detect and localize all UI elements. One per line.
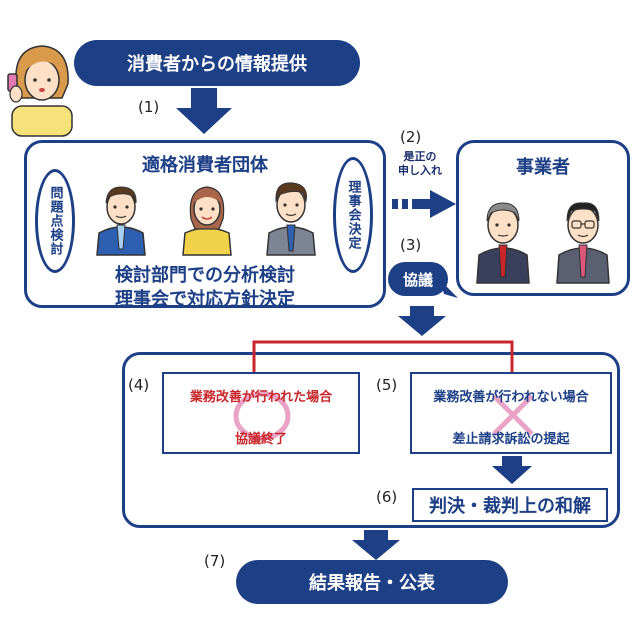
down-arrow-icon bbox=[492, 456, 532, 484]
negotiation-label: 協議 bbox=[402, 270, 433, 289]
info-provision-header: 消費者からの情報提供 bbox=[74, 40, 360, 86]
proposal-line-2: 申し入れ bbox=[398, 164, 442, 177]
proposal-line-1: 是正の bbox=[403, 150, 437, 163]
judgment-box: 判決・裁判上の和解 bbox=[412, 488, 608, 522]
problem-review-label: 問題点検討 bbox=[47, 186, 63, 256]
cross-mark-icon bbox=[492, 394, 534, 436]
businessman-icon bbox=[556, 202, 610, 284]
woman-on-phone-icon bbox=[7, 45, 73, 137]
board-decision-oval: 理事会決定 bbox=[333, 157, 373, 273]
staff-person-icon bbox=[182, 186, 232, 256]
business-box: 事業者 bbox=[456, 140, 630, 296]
step-4-label: (4) bbox=[128, 376, 150, 394]
branch-bracket-icon bbox=[252, 340, 514, 378]
step-5-label: (5) bbox=[376, 376, 398, 394]
staff-person-icon bbox=[96, 186, 146, 256]
improved-title: 業務改善が行われた場合 bbox=[189, 390, 333, 405]
staff-person-icon bbox=[266, 182, 316, 256]
final-report-pill: 結果報告・公表 bbox=[236, 560, 508, 604]
dashed-right-arrow-icon bbox=[392, 190, 456, 218]
final-report-label: 結果報告・公表 bbox=[309, 573, 435, 594]
judgment-label: 判決・裁判上の和解 bbox=[429, 496, 591, 517]
business-title: 事業者 bbox=[516, 157, 570, 178]
down-arrow-icon bbox=[176, 88, 232, 134]
not-improved-title: 業務改善が行われない場合 bbox=[433, 390, 589, 405]
negotiation-badge: 協議 bbox=[388, 262, 448, 296]
improved-outcome-box: 業務改善が行われた場合 協議終了 bbox=[162, 372, 360, 454]
organization-title: 適格消費者団体 bbox=[142, 155, 268, 176]
speech-tail-icon bbox=[440, 280, 458, 298]
board-decision-label: 理事会決定 bbox=[345, 180, 361, 250]
step-7-label: (7) bbox=[204, 552, 226, 570]
circle-mark-icon bbox=[233, 391, 291, 441]
step-6-label: (6) bbox=[376, 488, 398, 506]
negotiation-ended: 協議終了 bbox=[234, 432, 287, 447]
down-arrow-icon bbox=[352, 530, 400, 560]
not-improved-outcome-box: 業務改善が行われない場合 差止請求訴訟の提起 bbox=[410, 372, 612, 454]
problem-review-oval: 問題点検討 bbox=[35, 169, 75, 273]
policy-line: 理事会で対応方針決定 bbox=[115, 289, 295, 310]
info-provision-title: 消費者からの情報提供 bbox=[127, 54, 307, 75]
step-2-label: (2) bbox=[400, 128, 422, 146]
down-arrow-icon bbox=[398, 306, 446, 336]
injunction-suit: 差止請求訴訟の提起 bbox=[452, 432, 570, 447]
consumer-organization-box: 適格消費者団体 問題点検討 理事会決定 検討部門での分析検討 理事会で対応方針決… bbox=[24, 140, 386, 310]
step-1-label: (1) bbox=[138, 98, 160, 116]
businessman-icon bbox=[476, 202, 530, 284]
proposal-text: 是正の 申し入れ bbox=[388, 150, 452, 178]
step-3-label: (3) bbox=[400, 236, 422, 254]
analysis-line: 検討部門での分析検討 bbox=[115, 265, 295, 286]
